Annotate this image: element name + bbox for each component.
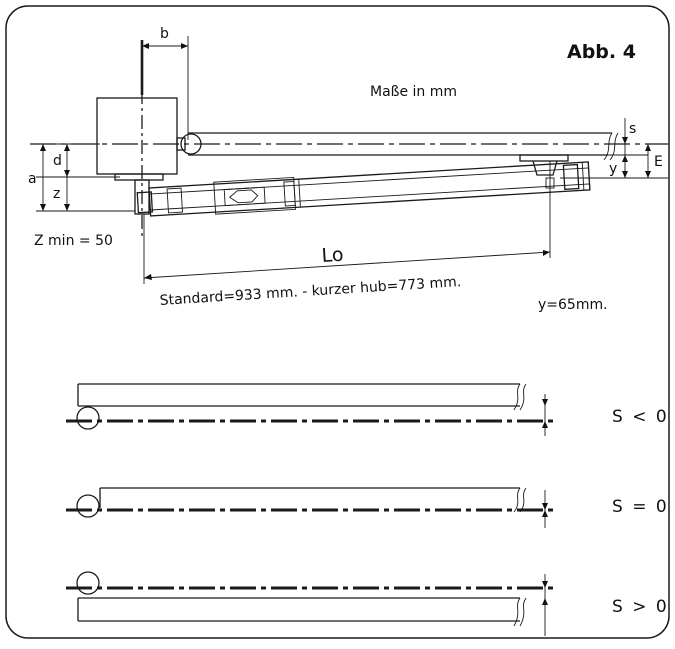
y-value: y=65mm. [538, 297, 608, 313]
figure-frame [5, 5, 670, 639]
condition-row-1: S < 0 [66, 383, 669, 436]
dimension-adz: a d z [28, 143, 135, 212]
motor-housing [96, 97, 178, 175]
label-lo: Lo [321, 244, 344, 267]
condition-label-3: S > 0 [612, 597, 669, 617]
motor-assembly [96, 40, 178, 240]
gate-arm-top [176, 132, 619, 161]
motor-base-plate [114, 173, 164, 181]
label-E: E [654, 154, 663, 170]
condition-row-2: S = 0 [66, 487, 669, 528]
dimension-lo: Lo Standard=933 mm. - kurzer hub=773 mm. [143, 190, 551, 309]
label-y: y [609, 161, 617, 177]
condition-row-3: S > 0 [66, 571, 669, 636]
label-z: z [53, 186, 60, 202]
dimension-b: b [142, 26, 189, 140]
standard-length: Standard=933 mm. - kurzer hub=773 mm. [159, 274, 461, 309]
actuator-body [136, 161, 591, 217]
label-d: d [53, 153, 62, 169]
label-a: a [28, 171, 37, 187]
z-min-label: Z min = 50 [34, 233, 113, 249]
label-b: b [160, 26, 169, 42]
units-note: Maße in mm [370, 84, 457, 100]
dimension-sye: s y E [560, 118, 668, 179]
gate-bracket [519, 154, 569, 190]
condition-label-2: S = 0 [612, 497, 669, 517]
figure-title: Abb. 4 [567, 41, 636, 63]
label-s: s [629, 121, 636, 137]
condition-label-1: S < 0 [612, 407, 669, 427]
